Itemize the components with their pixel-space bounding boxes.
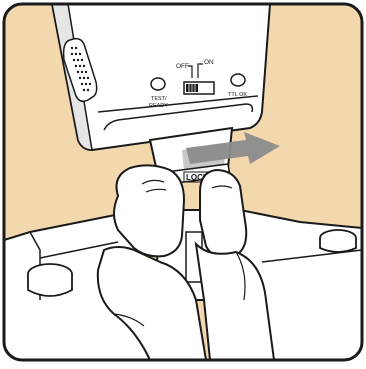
- right-finger: [200, 170, 246, 258]
- on-label: ON: [204, 59, 214, 66]
- off-label: OFF: [176, 63, 189, 70]
- ttl-ok-label: TTL OK: [228, 92, 247, 98]
- power-switch: [184, 82, 214, 94]
- test-ready-label-2: READY: [149, 103, 168, 109]
- test-ready-label: TEST/: [151, 96, 167, 102]
